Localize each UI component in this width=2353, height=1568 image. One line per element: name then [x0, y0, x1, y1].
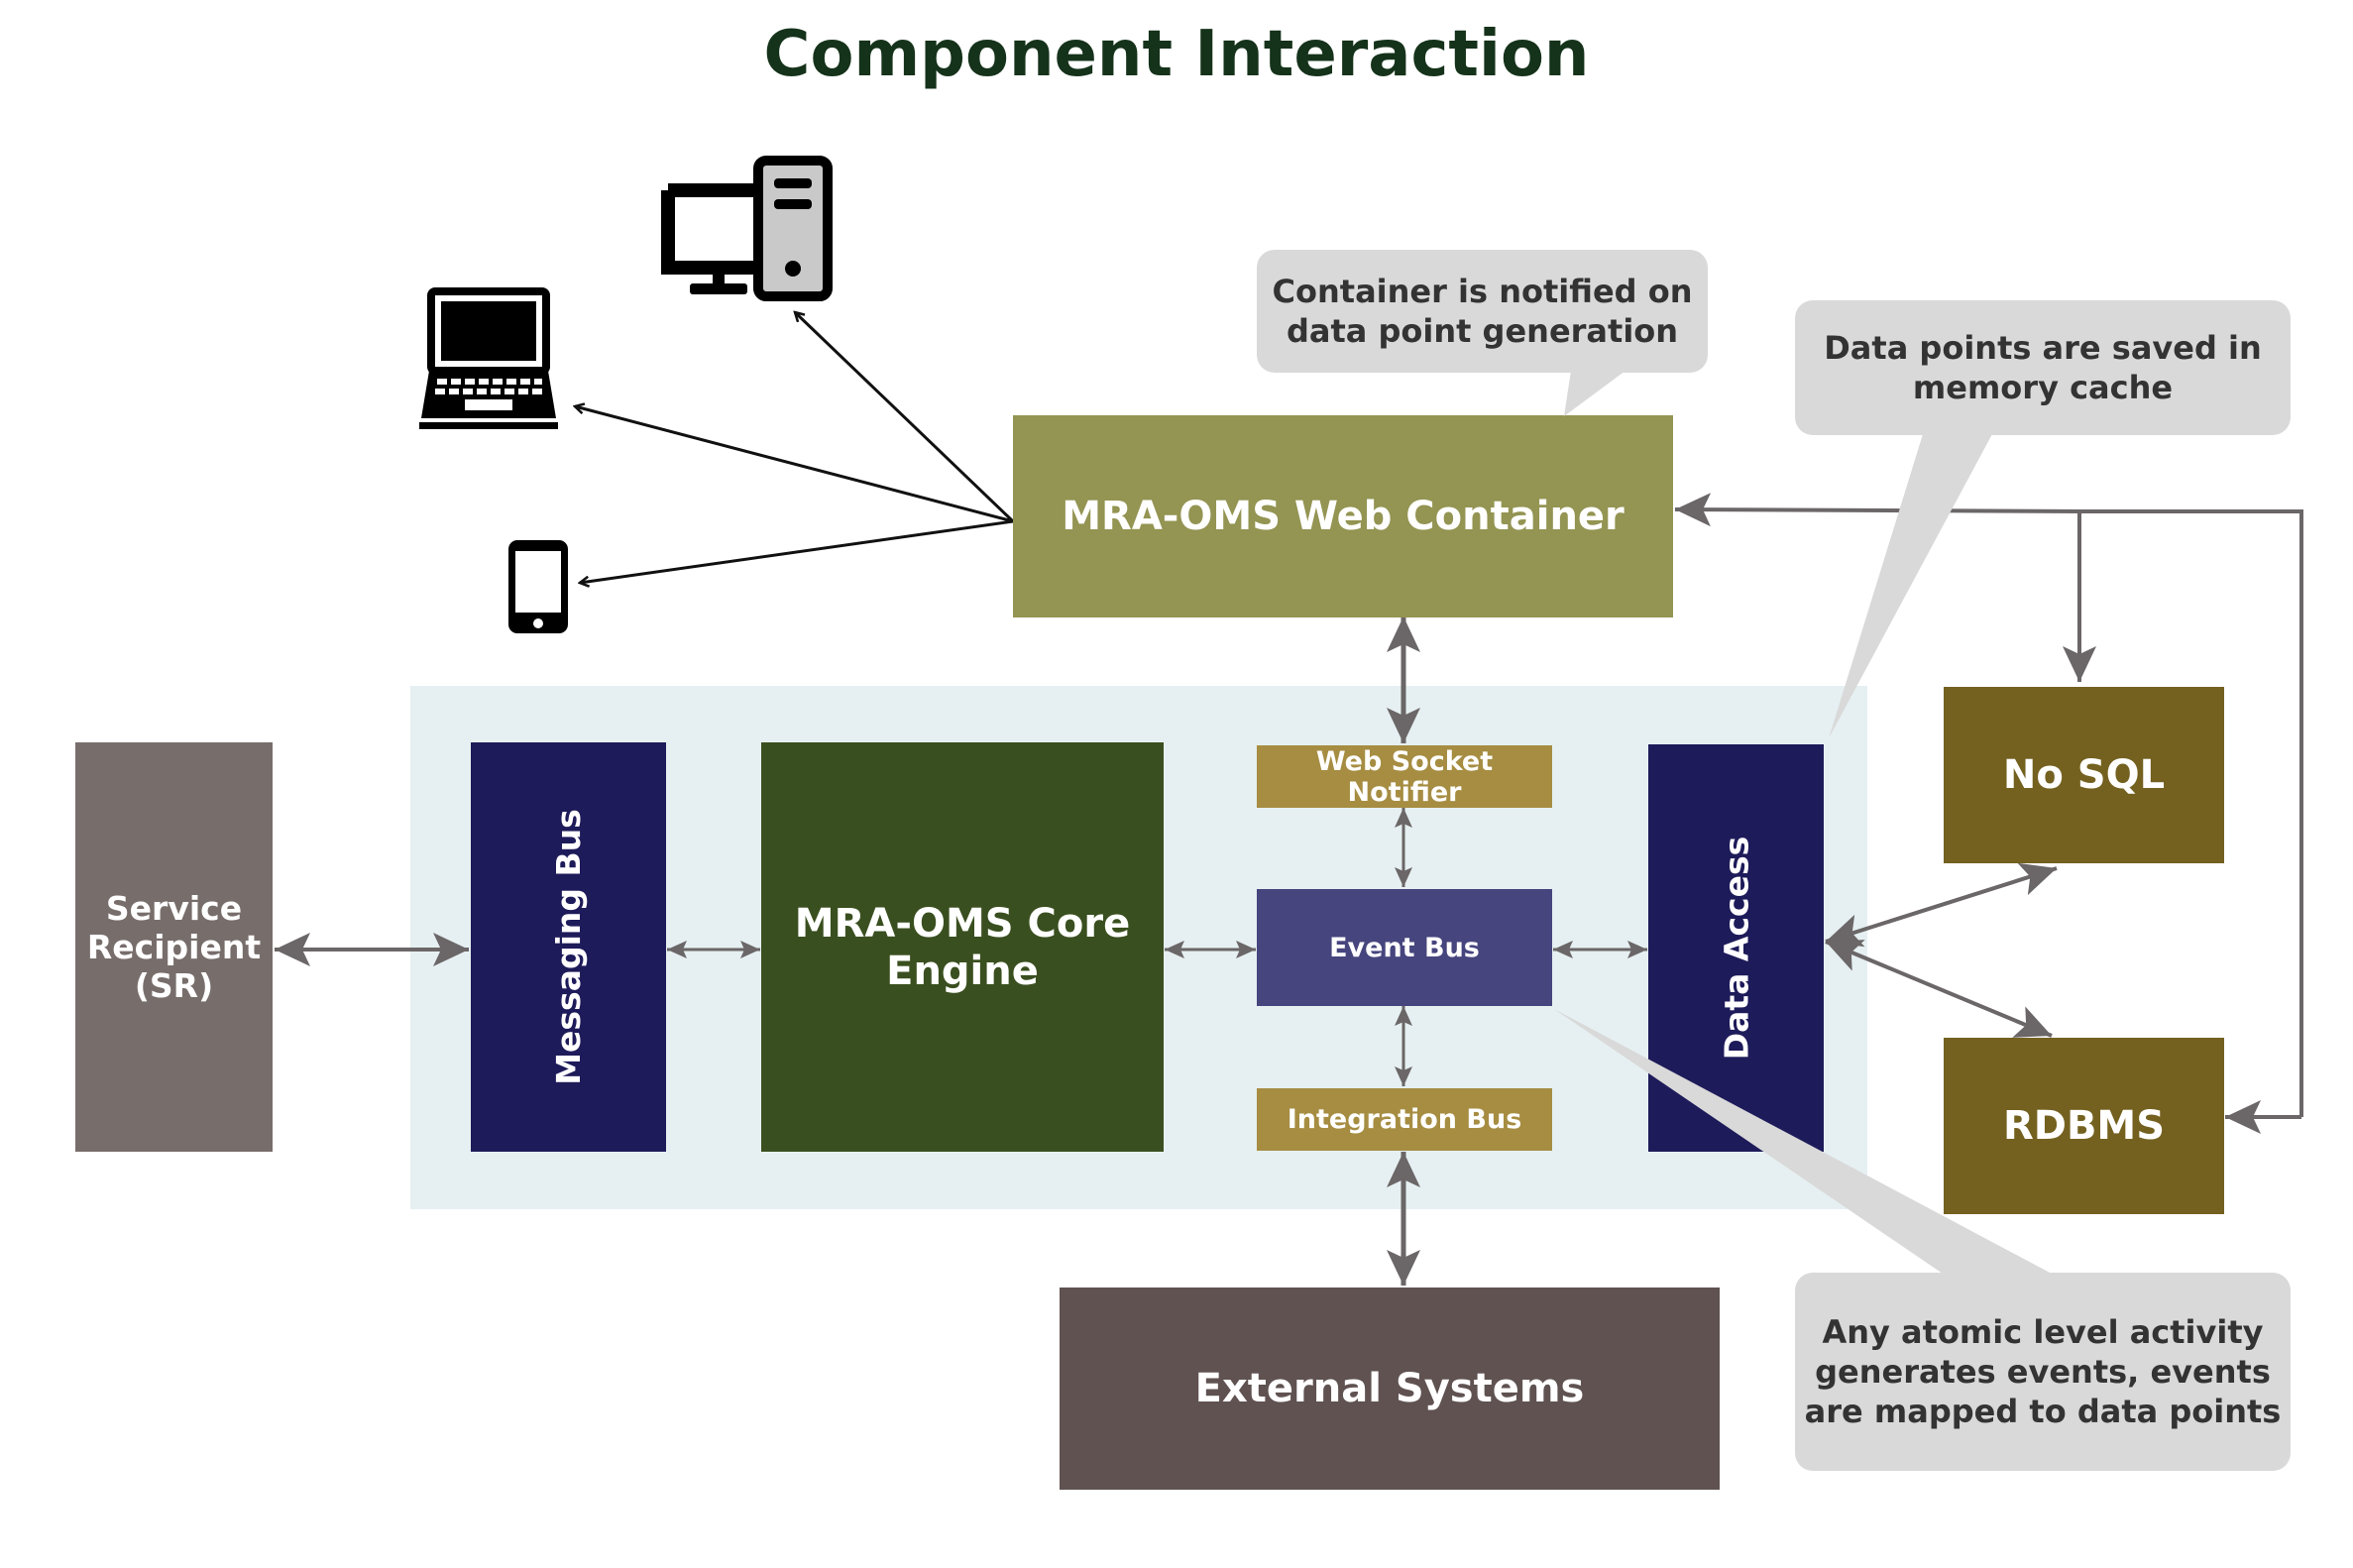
- data-access-label: Data Access: [1717, 836, 1755, 1061]
- external-systems-label: External Systems: [1194, 1366, 1585, 1411]
- arrow-dataaccess-rdbms: [1825, 940, 2053, 1038]
- diagram-title: Component Interaction: [763, 18, 1590, 91]
- callout-memory-cache-text: Data points are saved in memory cache: [1824, 329, 2262, 406]
- callout-atomic-activity: Any atomic level activity generates even…: [1795, 1273, 2291, 1471]
- arrow-to-web-container: [1674, 493, 2082, 527]
- laptop-icon: [419, 287, 558, 429]
- integration-bus-label: Integration Bus: [1287, 1104, 1522, 1135]
- callout-memory-cache: Data points are saved in memory cache: [1795, 300, 2291, 435]
- messaging-bus-label: Messaging Bus: [549, 809, 589, 1085]
- core-engine-label: MRA-OMS Core Engine: [794, 900, 1131, 994]
- rdbms-box: RDBMS: [1944, 1038, 2224, 1214]
- nosql-label: No SQL: [2002, 752, 2166, 798]
- data-access-box: Data Access: [1648, 744, 1824, 1152]
- arrow-to-desktop: [795, 312, 1015, 523]
- service-recipient-box: Service Recipient (SR): [75, 742, 273, 1152]
- service-recipient-label: Service Recipient (SR): [86, 889, 262, 1005]
- web-socket-notifier-label: Web Socket Notifier: [1315, 745, 1494, 808]
- messaging-bus-box: Messaging Bus: [471, 742, 666, 1152]
- core-engine-box: MRA-OMS Core Engine: [761, 742, 1164, 1152]
- desktop-computer-icon: [661, 156, 833, 301]
- integration-bus-box: Integration Bus: [1257, 1088, 1552, 1151]
- web-socket-notifier-box: Web Socket Notifier: [1257, 745, 1552, 808]
- event-bus-box: Event Bus: [1257, 889, 1552, 1006]
- nosql-box: No SQL: [1944, 687, 2224, 863]
- callout-container-notified-text: Container is notified on data point gene…: [1272, 273, 1693, 350]
- rdbms-label: RDBMS: [2002, 1103, 2166, 1149]
- arrow-container-loop: [2081, 509, 2303, 1117]
- arrow-to-laptop: [575, 406, 1014, 523]
- callout-container-notified: Container is notified on data point gene…: [1257, 250, 1708, 373]
- web-container-box: MRA-OMS Web Container: [1013, 415, 1673, 617]
- arrow-dataaccess-nosql: [1825, 862, 2058, 948]
- web-container-label: MRA-OMS Web Container: [1062, 494, 1625, 539]
- arrow-to-phone: [580, 519, 1014, 583]
- callout-atomic-activity-text: Any atomic level activity generates even…: [1804, 1313, 2282, 1430]
- mobile-phone-icon: [508, 540, 568, 633]
- event-bus-label: Event Bus: [1329, 932, 1480, 963]
- external-systems-box: External Systems: [1060, 1288, 1720, 1490]
